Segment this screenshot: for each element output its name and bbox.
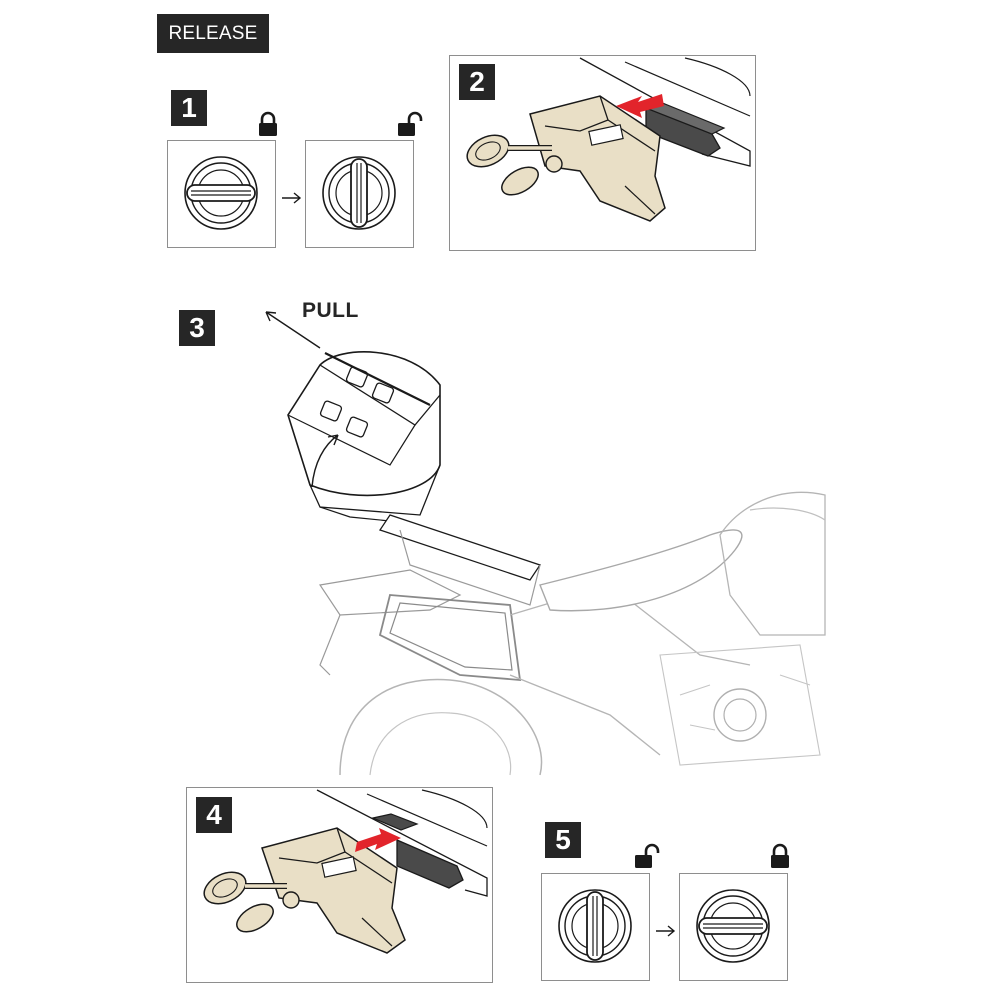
dial-locked-panel [679, 873, 788, 981]
dial-horizontal-icon [184, 156, 258, 230]
step-1-badge: 1 [171, 90, 207, 126]
step-2-badge: 2 [459, 64, 495, 100]
bracket-attach-illustration [203, 789, 488, 954]
dial-unlocked-panel [541, 873, 650, 981]
step-3-badge: 3 [179, 310, 215, 346]
padlock-open-icon [635, 843, 660, 868]
padlock-closed-icon [771, 843, 789, 868]
step-5-badge: 5 [545, 822, 581, 858]
arrow-right-icon [282, 192, 302, 204]
dial-vertical-icon [322, 156, 396, 230]
pull-label: PULL [302, 299, 359, 322]
motorcycle-with-case-illustration [287, 351, 826, 776]
bracket-release-illustration [466, 57, 751, 222]
dial-horizontal-icon [696, 889, 770, 963]
padlock-closed-icon [259, 111, 277, 136]
pull-arrow-icon [265, 311, 321, 349]
step-4-badge: 4 [196, 797, 232, 833]
dial-unlocked-panel [305, 140, 414, 248]
dial-locked-panel [167, 140, 276, 248]
padlock-open-icon [398, 111, 423, 136]
dial-vertical-icon [558, 889, 632, 963]
bracket-release-panel [449, 55, 756, 251]
arrow-right-icon [656, 925, 676, 937]
release-header: RELEASE [157, 14, 269, 53]
bracket-attach-panel [186, 787, 493, 983]
